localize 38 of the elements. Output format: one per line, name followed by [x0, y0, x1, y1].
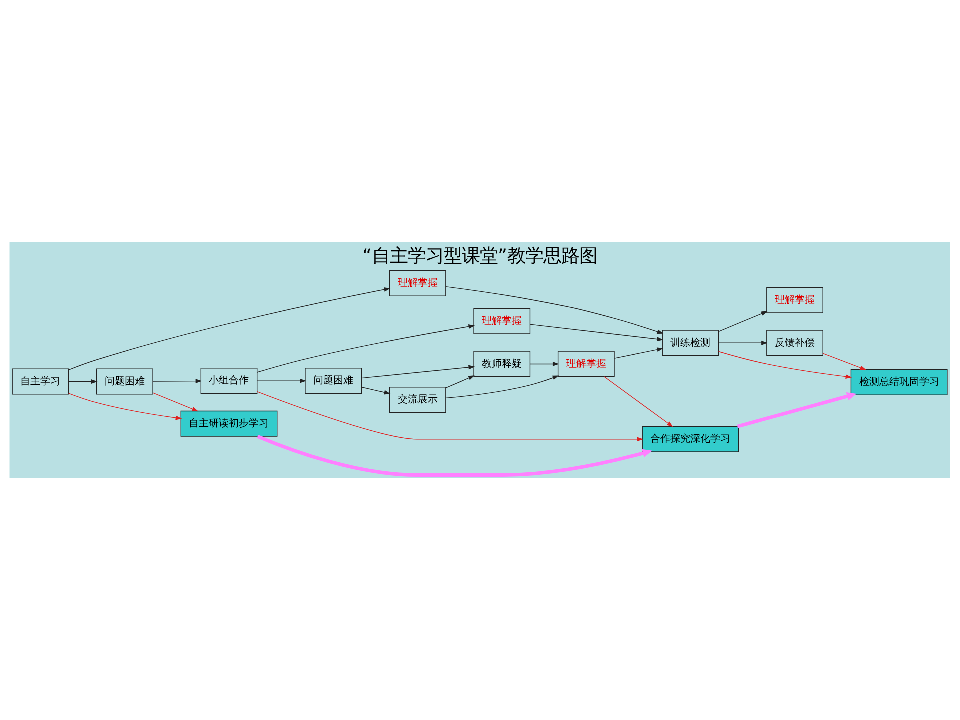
node-box: 自主学习 — [12, 368, 70, 395]
node-box: 理解掌握 — [389, 270, 446, 296]
arrow — [257, 434, 652, 477]
node-box: 小组合作 — [200, 368, 258, 394]
arrow — [68, 380, 98, 384]
node-box: 理解掌握 — [474, 308, 531, 334]
arrow — [257, 324, 476, 373]
arrow — [152, 392, 199, 412]
arrow — [530, 324, 664, 342]
node-box: 反馈补偿 — [766, 330, 824, 356]
arrow — [530, 362, 560, 366]
node-box: 问题困难 — [96, 368, 154, 395]
node-box: 检测总结巩固学习 — [850, 369, 948, 396]
arrow — [68, 393, 182, 420]
node-box: 合作探究深化学习 — [642, 426, 740, 452]
node-box: 问题困难 — [305, 368, 362, 394]
arrow — [822, 353, 866, 370]
arrow — [614, 348, 664, 359]
node-box: 理解掌握 — [766, 287, 824, 314]
arrow — [257, 391, 644, 442]
arrow — [718, 311, 768, 332]
arrow — [257, 378, 306, 384]
node-box: 理解掌握 — [558, 351, 615, 378]
arrow — [152, 379, 202, 384]
node-box: 自主研读初步学习 — [180, 410, 278, 437]
arrow — [737, 392, 857, 428]
node-box: 教师释疑 — [474, 351, 531, 378]
arrow — [362, 387, 391, 395]
node-box: 训练检测 — [662, 330, 720, 356]
arrow — [604, 376, 674, 428]
diagram-title: “自主学习型课堂”教学思路图 — [362, 246, 598, 268]
arrow — [361, 365, 476, 379]
arrow — [446, 376, 475, 388]
arrow — [68, 288, 391, 370]
node-box: 交流展示 — [389, 387, 446, 414]
arrow — [446, 376, 560, 399]
arrow — [718, 351, 852, 379]
arrow — [718, 340, 768, 346]
